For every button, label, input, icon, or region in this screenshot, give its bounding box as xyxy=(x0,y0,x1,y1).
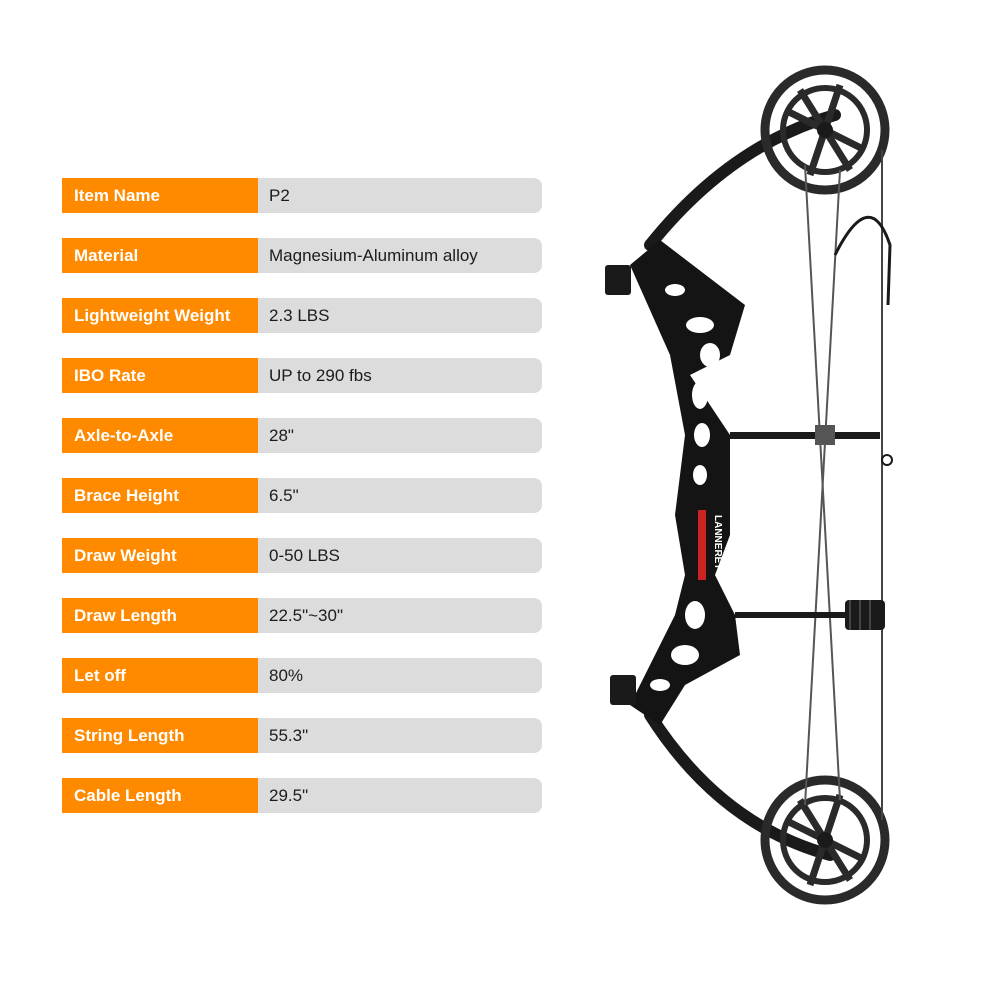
lower-limb-pocket xyxy=(610,675,636,705)
spec-value: P2 xyxy=(258,178,542,213)
upper-cam xyxy=(760,65,890,195)
spec-label: IBO Rate xyxy=(62,358,258,393)
string-loop xyxy=(833,215,892,306)
spec-table: Item Name P2 Material Magnesium-Aluminum… xyxy=(62,178,542,838)
d-loop xyxy=(881,454,893,466)
spec-label: String Length xyxy=(62,718,258,753)
spec-row-draw-weight: Draw Weight 0-50 LBS xyxy=(62,538,542,573)
lower-cam xyxy=(760,775,890,905)
spec-row-axle-to-axle: Axle-to-Axle 28" xyxy=(62,418,542,453)
upper-limb-pocket xyxy=(605,265,631,295)
spec-value: 0-50 LBS xyxy=(258,538,542,573)
spec-row-let-off: Let off 80% xyxy=(62,658,542,693)
spec-row-ibo-rate: IBO Rate UP to 290 fbs xyxy=(62,358,542,393)
spec-label: Cable Length xyxy=(62,778,258,813)
spec-row-weight: Lightweight Weight 2.3 LBS xyxy=(62,298,542,333)
spec-label: Material xyxy=(62,238,258,273)
spec-value: 55.3" xyxy=(258,718,542,753)
brand-text: LANNERET xyxy=(712,515,723,569)
spec-value: 28" xyxy=(258,418,542,453)
spec-value: 22.5"~30" xyxy=(258,598,542,633)
spec-label: Draw Weight xyxy=(62,538,258,573)
spec-value: 6.5" xyxy=(258,478,542,513)
spec-value: UP to 290 fbs xyxy=(258,358,542,393)
spec-value: Magnesium-Aluminum alloy xyxy=(258,238,542,273)
spec-row-brace-height: Brace Height 6.5" xyxy=(62,478,542,513)
spec-row-draw-length: Draw Length 22.5"~30" xyxy=(62,598,542,633)
spec-label: Brace Height xyxy=(62,478,258,513)
spec-row-material: Material Magnesium-Aluminum alloy xyxy=(62,238,542,273)
spec-label: Item Name xyxy=(62,178,258,213)
spec-value: 29.5" xyxy=(258,778,542,813)
spec-row-item-name: Item Name P2 xyxy=(62,178,542,213)
cable-b xyxy=(804,169,841,806)
grip-accent xyxy=(698,510,706,580)
spec-row-string-length: String Length 55.3" xyxy=(62,718,542,753)
stabilizer-weight xyxy=(845,600,885,630)
riser-cutouts xyxy=(650,284,720,691)
spec-label: Axle-to-Axle xyxy=(62,418,258,453)
spec-label: Lightweight Weight xyxy=(62,298,258,333)
cable-guard-rod xyxy=(730,432,880,439)
compound-bow-image: LANNERET xyxy=(605,65,893,905)
spec-label: Draw Length xyxy=(62,598,258,633)
cable-slide xyxy=(815,425,835,445)
spec-value: 80% xyxy=(258,658,542,693)
lower-limb xyxy=(644,709,836,861)
upper-limb xyxy=(644,109,841,251)
spec-value: 2.3 LBS xyxy=(258,298,542,333)
spec-label: Let off xyxy=(62,658,258,693)
spec-row-cable-length: Cable Length 29.5" xyxy=(62,778,542,813)
stabilizer-rod xyxy=(735,612,845,618)
